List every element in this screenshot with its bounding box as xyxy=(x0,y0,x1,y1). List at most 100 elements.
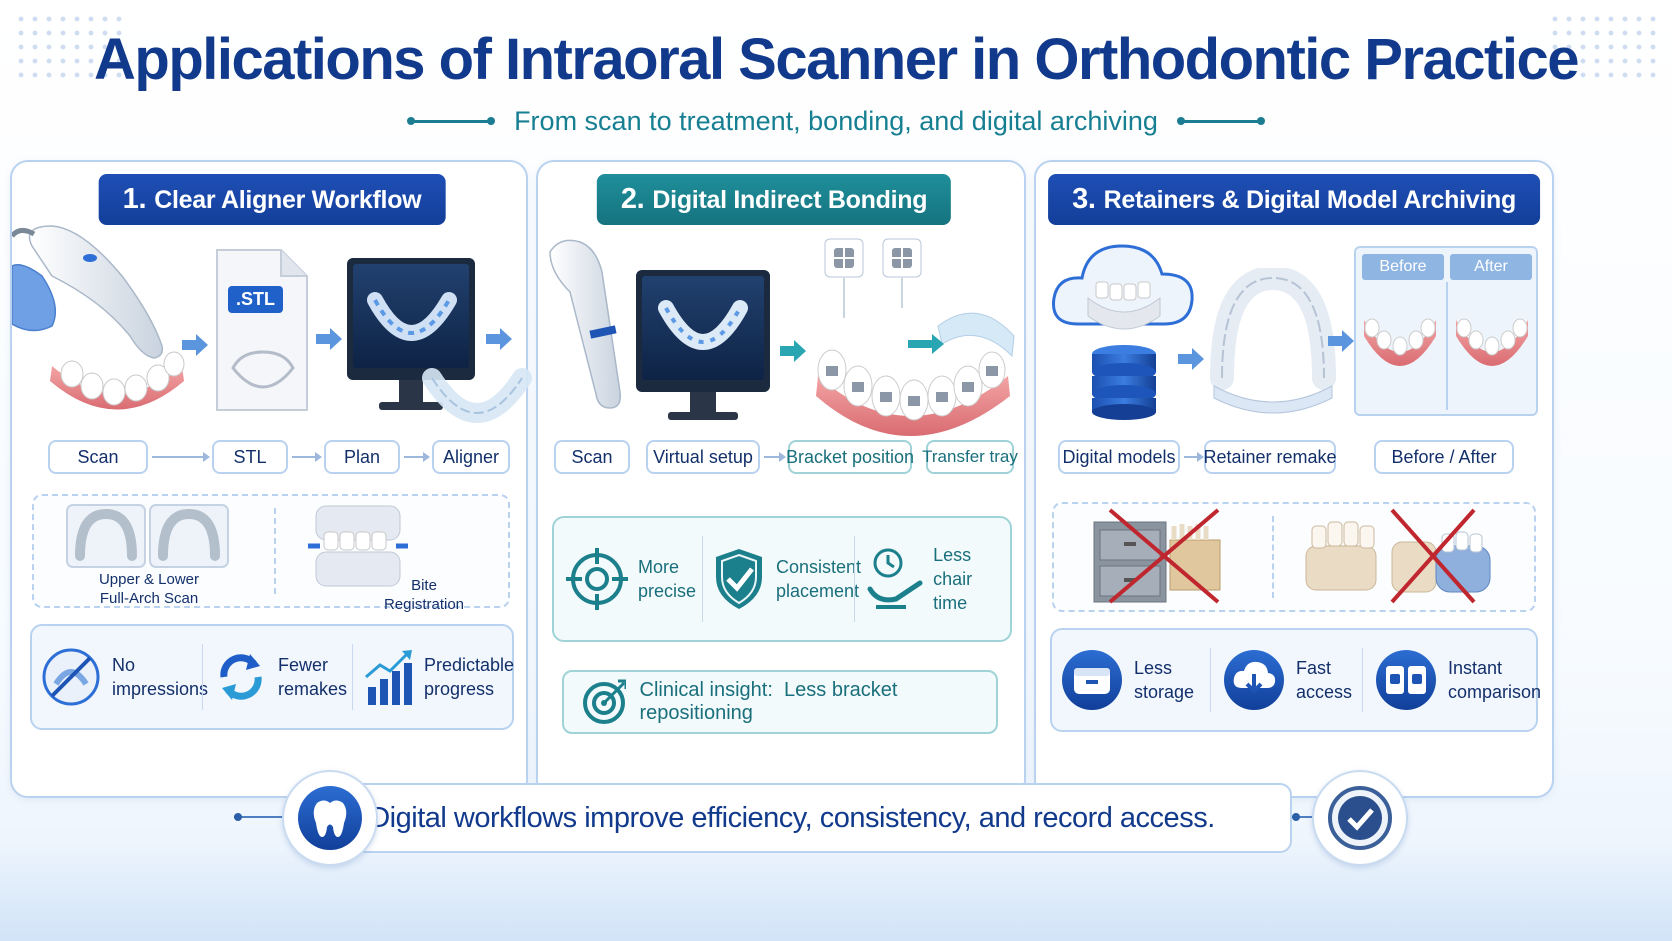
caption-line: Upper & Lower xyxy=(98,571,200,588)
subtitle-line-right xyxy=(1176,117,1265,125)
step-arrow xyxy=(404,452,430,462)
insight-label: Clinical insight: xyxy=(639,679,773,701)
caption-line: Bite xyxy=(411,577,437,594)
benefit-divider xyxy=(202,644,203,710)
step-arrow xyxy=(292,452,322,462)
panel-2-number: 2. xyxy=(620,183,645,215)
decor-dots-left xyxy=(14,12,124,82)
stl-file-icon xyxy=(216,249,308,411)
monitor-setup-icon xyxy=(636,270,770,420)
clinical-insight: Clinical insight: Less bracket repositio… xyxy=(562,670,998,734)
panel-1-header: 1.Clear Aligner Workflow xyxy=(98,174,446,225)
arrow-icon xyxy=(486,328,512,350)
no-impressions-icon xyxy=(42,648,100,706)
page-subtitle: From scan to treatment, bonding, and dig… xyxy=(514,106,1158,136)
cloud-download-icon xyxy=(1224,650,1284,710)
after-label: After xyxy=(1450,254,1532,280)
insight-value: Less bracket repositioning xyxy=(639,679,898,724)
benefit-line: precise xyxy=(638,581,697,601)
before-teeth-icon xyxy=(1364,318,1436,366)
step-stl: STL xyxy=(212,440,288,474)
plaster-models-crossed-icon xyxy=(1305,508,1491,604)
tooth-icon xyxy=(282,770,378,866)
benefit-line: chair time xyxy=(933,569,973,613)
caption-full-arch: Upper & Lower Full-Arch Scan xyxy=(74,570,224,608)
step-scan: Scan xyxy=(554,440,630,474)
panel-retainers-archiving: 3.Retainers & Digital Model Archiving Be… xyxy=(1034,160,1554,798)
compare-divider xyxy=(1446,282,1448,410)
panel-clear-aligner: 1.Clear Aligner Workflow .STL xyxy=(10,160,532,798)
benefit-line: Predictable xyxy=(424,655,515,675)
benefit-divider xyxy=(1362,648,1363,712)
benefit-consistent-placement: Consistent placement xyxy=(712,518,861,640)
panel-1-illustration: .STL xyxy=(12,225,532,606)
benefit-line: Consistent xyxy=(776,557,862,577)
benefit-line: Less xyxy=(933,545,972,565)
subtitle-line-left xyxy=(407,117,496,125)
footer-text: Digital workflows improve efficiency, co… xyxy=(369,801,1215,834)
benefit-line: access xyxy=(1296,682,1353,702)
arch-scan-icon xyxy=(66,504,229,568)
panel-3-steps: Digital models Retainer remake Before / … xyxy=(1036,440,1552,476)
arrow-icon xyxy=(1328,330,1354,352)
step-retainer-remake: Retainer remake xyxy=(1203,440,1337,474)
bracket-icon xyxy=(824,238,864,278)
check-badge-icon-svg xyxy=(1328,786,1392,850)
compare-icon xyxy=(1376,650,1436,710)
step-aligner: Aligner xyxy=(432,440,510,474)
panel-3-illustration: Before After xyxy=(1036,244,1552,606)
arrow-icon xyxy=(316,328,342,350)
after-teeth-icon xyxy=(1456,318,1528,366)
panel-1-steps: Scan STL Plan Aligner xyxy=(12,440,526,476)
page-title: Applications of Intraoral Scanner in Ort… xyxy=(94,27,1579,92)
filing-cabinet-crossed-icon xyxy=(1093,508,1221,604)
footer-banner: Digital workflows improve efficiency, co… xyxy=(292,783,1292,853)
step-bracket-position: Bracket position xyxy=(786,440,914,474)
benefit-line: placement xyxy=(776,581,860,601)
bracket-icon xyxy=(882,238,922,278)
panel-2-header: 2.Digital Indirect Bonding xyxy=(596,174,952,225)
benefit-line: Less xyxy=(1134,658,1173,678)
insight-text: Clinical insight: Less bracket repositio… xyxy=(640,679,996,725)
panel-3-title: Retainers & Digital Model Archiving xyxy=(1103,186,1517,214)
arrow-icon xyxy=(182,334,208,356)
benefit-less-storage: Less storage xyxy=(1060,630,1194,730)
caption-line: Full-Arch Scan xyxy=(99,590,199,607)
panel-1-scan-types: Upper & Lower Full-Arch Scan Bite Regist… xyxy=(32,494,510,613)
benefit-line: storage xyxy=(1134,682,1195,702)
before-after-frame: Before After xyxy=(1354,246,1538,416)
panel-1-title: Clear Aligner Workflow xyxy=(154,186,422,214)
benefit-line: progress xyxy=(424,679,495,699)
dental-chair-clock-icon xyxy=(867,548,923,609)
step-digital-models: Digital models xyxy=(1058,440,1180,474)
shield-check-icon xyxy=(716,549,762,609)
caption-line: Registration xyxy=(383,596,465,613)
footer-line-left xyxy=(234,813,292,821)
benefit-text: Consistent placement xyxy=(776,555,861,603)
target-icon xyxy=(566,548,628,610)
dash-divider xyxy=(274,508,276,594)
panel-indirect-bonding: 2.Digital Indirect Bonding xyxy=(536,160,1026,798)
panel-3-no-physical-storage xyxy=(1052,502,1536,612)
benefit-divider xyxy=(854,536,855,622)
clear-aligner-icon xyxy=(422,368,532,423)
benefit-less-chair-time: Less chair time xyxy=(866,518,1010,640)
panel-3-number: 3. xyxy=(1072,183,1096,215)
benefit-text: Less chair time xyxy=(933,543,1010,615)
growth-chart-icon xyxy=(365,650,412,705)
bottom-wave xyxy=(0,841,1672,941)
dash-divider xyxy=(1272,516,1274,598)
cloud-database-icon xyxy=(1052,244,1194,420)
benefit-divider xyxy=(352,644,353,710)
